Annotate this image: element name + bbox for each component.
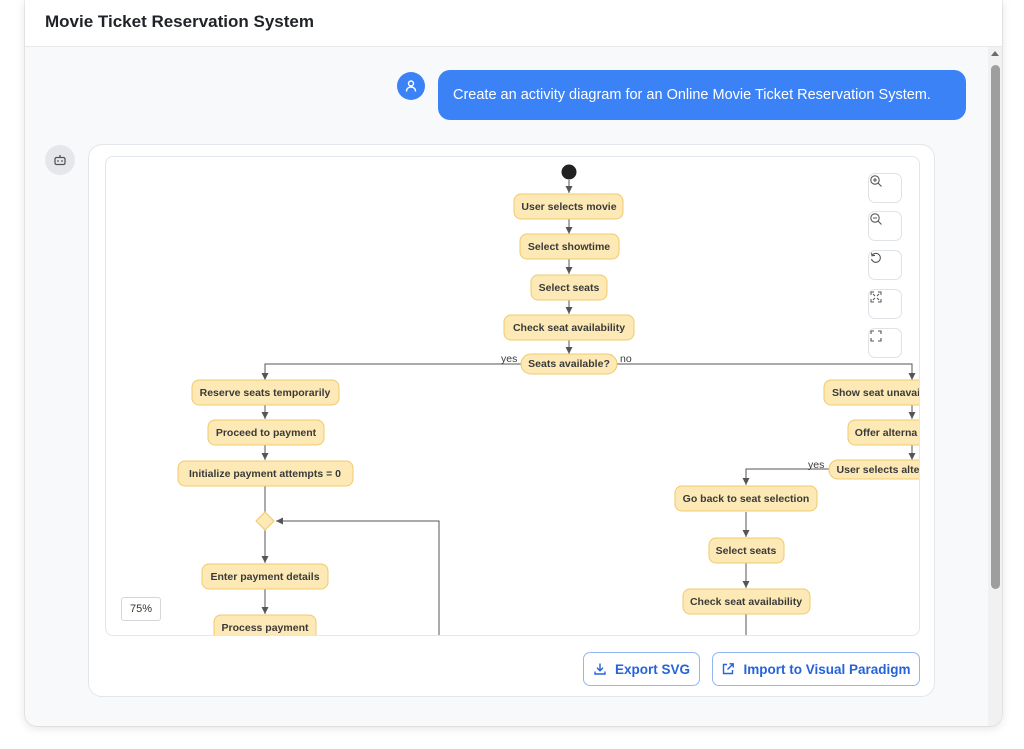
title-bar: Movie Ticket Reservation System bbox=[25, 0, 1002, 47]
activity-diagram[interactable]: User selects movie Select showtime Selec… bbox=[106, 157, 920, 636]
node-select-showtime[interactable]: Select showtime bbox=[519, 233, 620, 260]
bot-avatar bbox=[45, 145, 75, 175]
svg-text:Offer alterna: Offer alterna bbox=[855, 427, 918, 439]
import-visual-paradigm-button[interactable]: Import to Visual Paradigm bbox=[712, 652, 920, 686]
assistant-response-card: User selects movie Select showtime Selec… bbox=[88, 144, 935, 697]
svg-text:Reserve seats temporarily: Reserve seats temporarily bbox=[200, 387, 331, 399]
reset-icon bbox=[870, 252, 881, 263]
download-icon bbox=[594, 663, 606, 675]
svg-text:Select seats: Select seats bbox=[716, 545, 777, 557]
user-icon bbox=[405, 80, 417, 92]
app-window: Movie Ticket Reservation System Create a… bbox=[25, 0, 1002, 726]
node-process-payment[interactable]: Process payment bbox=[213, 614, 317, 636]
svg-text:Enter payment details: Enter payment details bbox=[210, 571, 319, 583]
node-offer-alternatives[interactable]: Offer alterna bbox=[847, 419, 920, 446]
svg-text:Process payment: Process payment bbox=[222, 622, 309, 634]
merge-diamond bbox=[255, 511, 275, 531]
user-message-bubble: Create an activity diagram for an Online… bbox=[438, 70, 966, 120]
svg-text:Go back to seat selection: Go back to seat selection bbox=[683, 493, 810, 505]
svg-text:Select showtime: Select showtime bbox=[528, 241, 610, 253]
zoom-out-button[interactable] bbox=[868, 211, 902, 241]
diagram-viewer[interactable]: User selects movie Select showtime Selec… bbox=[105, 156, 920, 636]
zoom-in-button[interactable] bbox=[868, 173, 902, 203]
zoom-level-indicator: 75% bbox=[121, 597, 161, 621]
fullscreen-icon bbox=[870, 330, 882, 342]
svg-text:Select seats: Select seats bbox=[539, 282, 600, 294]
import-visual-paradigm-label: Import to Visual Paradigm bbox=[743, 661, 911, 677]
label-yes-2: yes bbox=[808, 459, 824, 471]
svg-text:Show seat unavai: Show seat unavai bbox=[832, 387, 920, 399]
node-enter-payment-details[interactable]: Enter payment details bbox=[201, 563, 329, 590]
svg-text:Check seat availability: Check seat availability bbox=[513, 322, 625, 334]
fullscreen-button[interactable] bbox=[868, 328, 902, 358]
label-no: no bbox=[620, 353, 632, 365]
export-svg-label: Export SVG bbox=[614, 661, 690, 677]
node-check-seat-availability-2[interactable]: Check seat availability bbox=[682, 588, 811, 615]
label-yes: yes bbox=[501, 353, 517, 365]
node-select-seats[interactable]: Select seats bbox=[530, 274, 608, 301]
zoom-in-icon bbox=[870, 175, 882, 187]
node-user-selects-movie[interactable]: User selects movie bbox=[513, 193, 624, 220]
start-node bbox=[561, 164, 577, 180]
scroll-up-arrow-icon[interactable] bbox=[991, 51, 999, 56]
svg-text:User selects alte: User selects alte bbox=[837, 464, 920, 476]
export-svg-button[interactable]: Export SVG bbox=[583, 652, 700, 686]
decision-user-selects-alternative[interactable]: User selects alte bbox=[828, 459, 920, 480]
reset-view-button[interactable] bbox=[868, 250, 902, 280]
decision-seats-available[interactable]: Seats available? bbox=[520, 353, 618, 375]
svg-text:Seats available?: Seats available? bbox=[528, 358, 610, 370]
diagram-edges bbox=[261, 180, 916, 635]
node-initialize-payment-attempts[interactable]: Initialize payment attempts = 0 bbox=[177, 460, 354, 487]
svg-text:Check seat availability: Check seat availability bbox=[690, 596, 802, 608]
chat-area[interactable]: Create an activity diagram for an Online… bbox=[25, 47, 1002, 726]
user-avatar bbox=[397, 72, 425, 100]
svg-text:Initialize payment attempts =: Initialize payment attempts = 0 bbox=[189, 468, 341, 480]
svg-text:Proceed to payment: Proceed to payment bbox=[216, 427, 317, 439]
window-title: Movie Ticket Reservation System bbox=[45, 12, 314, 31]
scrollbar-thumb[interactable] bbox=[991, 65, 1000, 589]
user-message-text: Create an activity diagram for an Online… bbox=[453, 87, 931, 103]
node-select-seats-2[interactable]: Select seats bbox=[708, 537, 785, 564]
node-check-seat-availability[interactable]: Check seat availability bbox=[503, 314, 635, 341]
fit-view-button[interactable] bbox=[868, 289, 902, 319]
external-link-icon bbox=[723, 663, 735, 675]
svg-text:User selects movie: User selects movie bbox=[521, 201, 616, 213]
zoom-out-icon bbox=[870, 213, 882, 225]
scrollbar[interactable] bbox=[988, 47, 1002, 726]
node-go-back-to-seat-selection[interactable]: Go back to seat selection bbox=[674, 485, 818, 512]
node-proceed-to-payment[interactable]: Proceed to payment bbox=[207, 419, 325, 446]
fit-icon bbox=[870, 291, 882, 303]
node-reserve-seats-temporarily[interactable]: Reserve seats temporarily bbox=[191, 379, 340, 406]
bot-icon bbox=[54, 155, 66, 166]
node-show-seat-unavailable[interactable]: Show seat unavai bbox=[823, 379, 920, 406]
